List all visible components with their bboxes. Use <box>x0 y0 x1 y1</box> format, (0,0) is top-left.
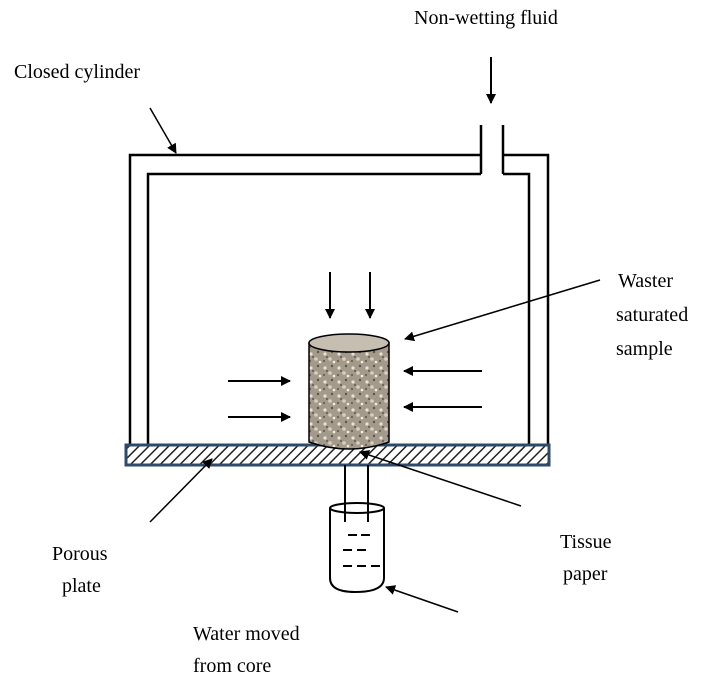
label-water-line1: Water moved <box>193 623 300 645</box>
core-sample <box>308 333 390 450</box>
beaker-rim <box>329 502 385 514</box>
label-sample-line3: sample <box>616 338 673 360</box>
pressure-arrows <box>228 57 496 422</box>
label-non-wetting-fluid: Non-wetting fluid <box>414 7 558 29</box>
label-sample-line2: saturated <box>616 304 688 326</box>
callout-lines <box>149 107 601 613</box>
label-tissue-line1: Tissue <box>560 531 612 553</box>
label-sample-line1: Waster <box>618 270 673 292</box>
label-closed-cylinder: Closed cylinder <box>14 61 140 83</box>
cylinder-inner-wall <box>146 172 531 445</box>
water-level-marks <box>343 534 380 567</box>
label-water-line2: from core <box>193 655 271 677</box>
label-porous-line2: plate <box>62 575 101 597</box>
beaker <box>329 508 385 594</box>
cylinder-outer-wall <box>128 153 550 445</box>
label-porous-line1: Porous <box>52 543 108 565</box>
label-tissue-line2: paper <box>563 563 608 585</box>
